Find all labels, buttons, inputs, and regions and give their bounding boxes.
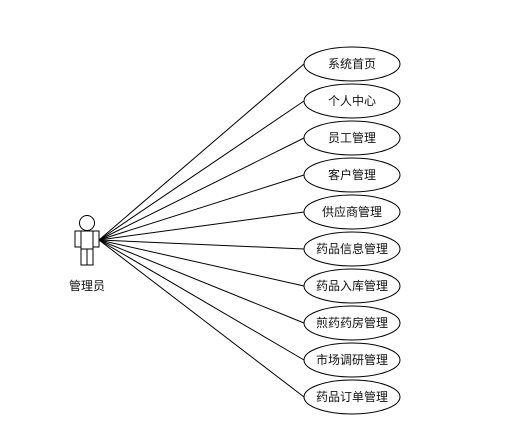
use-case: 员工管理 (303, 120, 401, 156)
association-line (98, 211, 305, 241)
association-line (98, 239, 305, 361)
use-case-label: 系统首页 (328, 57, 376, 71)
association-line (98, 100, 305, 241)
actor-left-leg (80, 248, 88, 266)
use-case-label: 药品入库管理 (316, 278, 388, 293)
use-case-label: 客户管理 (328, 167, 376, 182)
use-case: 药品信息管理 (303, 231, 401, 267)
use-case-label: 个人中心 (328, 93, 376, 108)
association-line (98, 63, 305, 241)
use-case-ellipse (303, 83, 401, 119)
use-case-label: 市场调研管理 (316, 352, 388, 367)
use-case-label: 煎药药房管理 (316, 315, 388, 330)
actor-left-arm (74, 230, 82, 248)
use-case-ellipse (303, 231, 401, 267)
actor-figure (74, 215, 100, 266)
actor-right-arm (92, 230, 100, 248)
use-case: 药品入库管理 (303, 268, 401, 304)
association-line (98, 174, 305, 241)
use-case-label: 员工管理 (328, 130, 376, 145)
association-line (98, 239, 305, 324)
use-case: 客户管理 (303, 157, 401, 193)
association-lines (98, 63, 305, 398)
use-case: 市场调研管理 (303, 342, 401, 378)
use-case-ellipse (303, 157, 401, 193)
use-case-ellipse (303, 379, 401, 415)
actor-right-leg (86, 248, 94, 266)
use-case-ellipse (303, 268, 401, 304)
use-case: 供应商管理 (303, 194, 401, 230)
use-case-ellipse (303, 46, 401, 82)
use-case: 系统首页 (303, 46, 401, 82)
use-case-ellipse (303, 342, 401, 378)
actor-head (79, 215, 95, 231)
use-case-label: 供应商管理 (322, 204, 382, 219)
actor-label: 管理员 (69, 278, 105, 293)
association-line (98, 239, 305, 250)
association-line (98, 137, 305, 241)
actor-body (80, 230, 94, 250)
association-line (98, 239, 305, 287)
use-case: 个人中心 (303, 83, 401, 119)
use-case-label: 药品订单管理 (316, 389, 388, 404)
use-case-ellipse (303, 194, 401, 230)
association-line (98, 239, 305, 398)
use-case-label: 药品信息管理 (316, 241, 388, 256)
use-case: 煎药药房管理 (303, 305, 401, 341)
use-case-ellipse (303, 305, 401, 341)
use-case-list: 系统首页个人中心员工管理客户管理供应商管理药品信息管理药品入库管理煎药药房管理市… (303, 46, 401, 415)
use-case-ellipse (303, 120, 401, 156)
use-case: 药品订单管理 (303, 379, 401, 415)
